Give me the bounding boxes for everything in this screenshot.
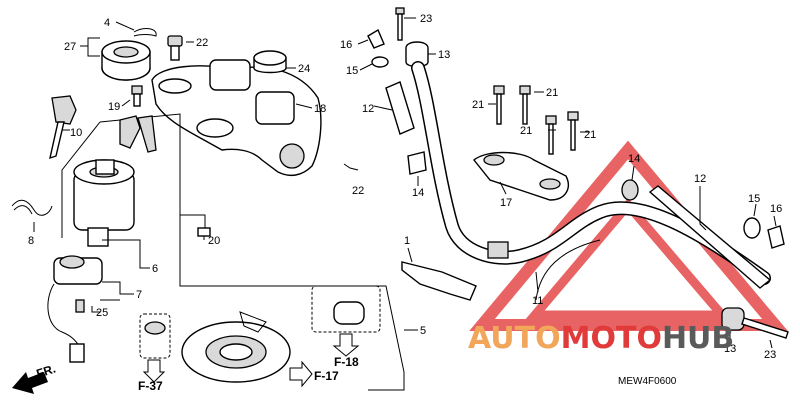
arrow-f18 <box>332 333 360 357</box>
tube-12-right <box>648 185 772 289</box>
cap-nut-24 <box>253 50 287 74</box>
handlebar <box>411 61 771 301</box>
clip-16-left <box>367 28 385 49</box>
watermark-triangle-inner <box>525 198 732 320</box>
ref-f37: F-37 <box>138 379 163 393</box>
front-label: FR. <box>35 362 58 381</box>
callout-17: 17 <box>500 197 512 209</box>
callout-12-right: 12 <box>694 173 706 185</box>
tube-12-left <box>385 81 415 135</box>
callout-13-left: 13 <box>438 49 450 61</box>
callout-7: 7 <box>136 289 142 301</box>
callout-21-b: 21 <box>472 99 484 111</box>
callout-21-c: 21 <box>520 125 532 137</box>
diagram-code: MEW4F0600 <box>618 376 677 387</box>
clip-16-right <box>767 225 785 249</box>
ref-f18: F-18 <box>334 355 359 369</box>
collar-14-right <box>621 179 639 201</box>
callout-22-mid: 22 <box>352 185 364 197</box>
stem-nut <box>101 28 157 81</box>
bracket-1 <box>401 261 477 301</box>
weight-13-left <box>405 41 429 68</box>
watermark-part1: AUTO <box>468 321 561 356</box>
harness-8 <box>11 199 53 216</box>
watermark-part2: MOTO <box>561 321 662 356</box>
callout-18: 18 <box>314 103 326 115</box>
ring-15-right <box>743 217 761 239</box>
arrow-f17 <box>289 360 313 388</box>
callout-27: 27 <box>64 41 76 53</box>
arrow-f37 <box>142 359 166 383</box>
callout-16-right: 16 <box>770 203 782 215</box>
collar-14-left <box>407 151 427 175</box>
ignition-switch-assembly <box>61 113 206 247</box>
callout-15-left: 15 <box>346 65 358 77</box>
handlebar-holder <box>473 85 579 201</box>
callout-22-top: 22 <box>196 37 208 49</box>
callout-10: 10 <box>70 127 82 139</box>
lock-washer <box>133 28 157 37</box>
right-handlebar-parts <box>621 179 789 339</box>
callout-13-right: 13 <box>724 343 736 355</box>
callout-14-left: 14 <box>412 187 424 199</box>
callout-21-a: 21 <box>546 87 558 99</box>
callout-25: 25 <box>96 307 108 319</box>
reference-arrows <box>142 333 360 388</box>
callout-23-right: 23 <box>764 349 776 361</box>
callout-1: 1 <box>404 235 410 247</box>
callout-8: 8 <box>28 235 34 247</box>
bolt-22-top <box>167 35 183 61</box>
callout-12-left: 12 <box>362 103 374 115</box>
bolt-23-left <box>395 7 405 15</box>
callout-19: 19 <box>108 101 120 113</box>
callout-24: 24 <box>298 63 310 75</box>
callout-11: 11 <box>532 295 543 307</box>
callout-20: 20 <box>208 235 220 247</box>
callout-23-left: 23 <box>420 13 432 25</box>
callout-21-d: 21 <box>584 129 596 141</box>
callout-6: 6 <box>152 263 158 275</box>
lower-switch <box>47 255 103 363</box>
callout-labels: 4 27 22 24 18 19 10 8 6 7 25 20 5 22 16 … <box>28 13 782 361</box>
top-bridge <box>151 59 322 177</box>
callout-15-right: 15 <box>748 193 760 205</box>
watermark-part3: HUB <box>662 321 734 356</box>
callout-5: 5 <box>420 325 426 337</box>
ref-f17: F-17 <box>314 369 339 383</box>
ignition-key <box>49 95 77 160</box>
front-direction-arrow <box>12 372 48 394</box>
callout-16-left: 16 <box>340 39 352 51</box>
watermark-text: AUTOMOTOHUB <box>468 321 734 356</box>
left-handlebar-parts <box>367 7 429 175</box>
grip-band <box>487 241 509 259</box>
fuel-cap-group <box>139 215 418 391</box>
bolt-23-right <box>741 317 789 339</box>
bolt-19 <box>131 85 143 107</box>
callout-4: 4 <box>104 17 110 29</box>
callout-14-right: 14 <box>628 153 640 165</box>
ring-15-left <box>371 56 389 68</box>
leader-lines <box>33 17 777 349</box>
